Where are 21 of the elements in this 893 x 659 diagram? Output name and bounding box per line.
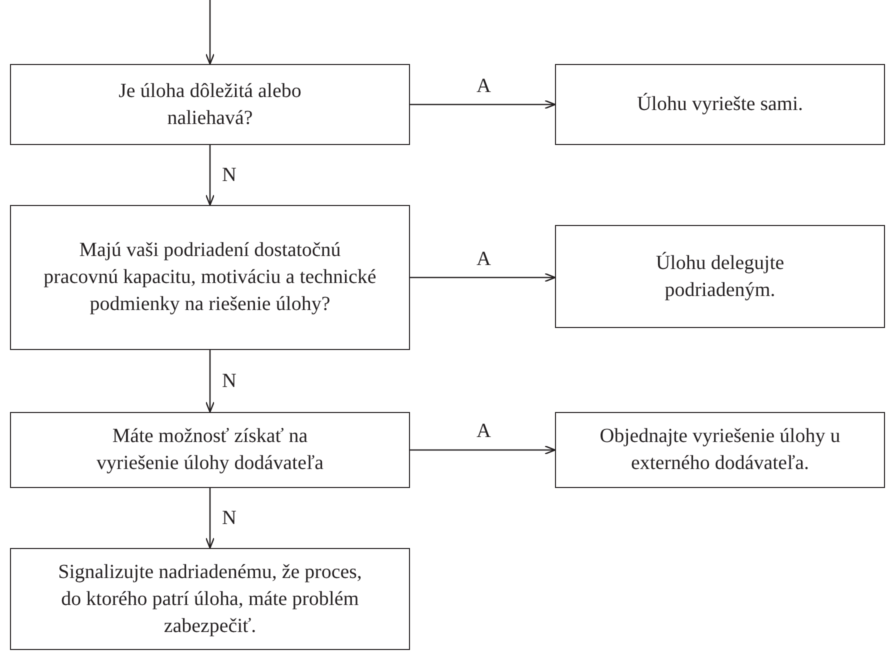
- process-box: [10, 412, 410, 488]
- arrow: [410, 100, 556, 110]
- box-text: Signalizujte nadriadenému, že proces, do ktorého patrí úloha, máte problém zabezpečiť.: [57, 560, 363, 638]
- process-box: [555, 225, 885, 328]
- process-box: [10, 64, 410, 145]
- arrow: [410, 272, 556, 282]
- arrow: [205, 145, 215, 206]
- box-text: Úlohu vyriešte sami.: [636, 92, 804, 117]
- process-box: [10, 548, 410, 650]
- arrow: [205, 488, 215, 549]
- box-text: Je úloha dôležitá alebo naliehavá?: [118, 78, 302, 130]
- arrow: [205, 350, 215, 413]
- box-text: Majú vaši podriadení dostatočnú pracovnú kapacitu, motiváciu a technické podmienky na riešenie úlohy?: [42, 238, 378, 317]
- box-text: Máte možnosť získať na vyriešenie úlohy dodávateľa: [96, 424, 324, 476]
- arrow: [410, 445, 556, 455]
- process-box: [555, 64, 885, 145]
- arrow: [205, 0, 215, 65]
- process-box: [10, 205, 410, 350]
- box-text: Objednajte vyriešenie úlohy u externého dodávateľa.: [598, 424, 842, 476]
- process-box: [555, 412, 885, 488]
- box-text: Úlohu delegujte podriadeným.: [654, 250, 786, 302]
